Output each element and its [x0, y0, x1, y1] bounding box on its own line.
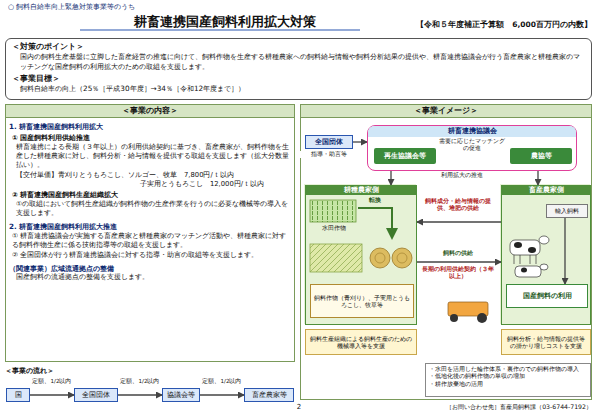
flow-box: 協議会等	[162, 388, 200, 402]
crop-name: 水田作物	[306, 225, 362, 232]
crop-farm-ground	[304, 184, 416, 324]
target-text: 飼料自給率の向上（25％［平成30年度］→34％［令和12年度まで］）	[12, 84, 585, 94]
node-text: 協議会等	[167, 390, 195, 400]
connector	[417, 221, 501, 222]
content-panel: ＜事業の内容＞ 1. 耕畜連携国産飼料利用拡大 ① 国産飼料利用供給推進耕畜連携によ…	[5, 104, 295, 362]
region-heading: 畜産農家側	[502, 186, 590, 195]
feed-box: 国産飼料の利用	[506, 284, 588, 308]
flow-heading: ＜事業の流れ＞	[5, 367, 125, 375]
edge-label: 需要に応じたマッチングの促進	[438, 138, 506, 151]
flow-box: 全国団体	[74, 388, 118, 402]
node-text: 飼料分析・給与情報の提供等の掛かり増しコストを支援	[505, 335, 587, 350]
contact-note: ［お問い合わせ先］畜産局飼料課（03-6744-7192）	[400, 403, 592, 410]
item-text: ② 全国団体が行う耕畜連携協議会に対する指導・助言の取組等を支援します。	[6, 251, 294, 260]
panel-heading: ＜事業の内容＞	[6, 105, 294, 118]
connector	[564, 218, 565, 284]
flow-box: 国	[6, 388, 30, 402]
forage-field	[310, 244, 362, 272]
flow-box: 畜産農家等	[244, 388, 294, 402]
org-box: 再生協議会等	[374, 148, 436, 164]
points-box: ＜対策のポイント＞国内の飼料生産基盤に立脚した畜産経営の推進に向けて、飼料作物を…	[5, 38, 592, 100]
section-heading: ＜対策のポイント＞	[12, 42, 585, 52]
hay-bale	[370, 248, 390, 268]
node-text: 畜産農家等	[252, 390, 287, 400]
unit-price: 子実用とうもろこし 12,000円/ｔ以内	[6, 180, 294, 189]
title-rule	[80, 29, 360, 30]
farm-region: 畜産農家側輸入飼料国産飼料の利用	[501, 185, 591, 325]
node-text: 国産飼料の利用	[523, 292, 572, 301]
edge-label: 定額、1/2以内	[31, 378, 73, 385]
item-text: 耕畜連携による長期（３年以上）の利用供給契約に基づき、畜産農家が、飼料作物を生産…	[6, 143, 294, 169]
edge-label: 定額、1/2以内	[201, 378, 243, 385]
item-heading: 2. 耕畜連携国産飼料利用拡大推進	[6, 222, 294, 232]
tractor-wheel	[450, 314, 458, 322]
page-title: 耕畜連携国産飼料利用拡大対策	[90, 14, 360, 30]
header-note: ○ 飼料自給率向上緊急対策事業等のうち	[8, 3, 268, 11]
node-text: 全国団体	[82, 390, 110, 400]
tractor-wheel	[477, 313, 487, 323]
cow	[515, 264, 548, 277]
contract-note: 長期の利用供給契約（３年以上）	[420, 266, 496, 280]
connector	[537, 171, 538, 185]
connector	[118, 394, 162, 395]
note-text: ・低地化後の飼料作物の単収の増加	[429, 373, 587, 380]
connector	[353, 141, 367, 142]
support-box: 飼料生産組織による飼料生産のための機械導入等を支援	[305, 329, 417, 355]
hay-bale-ring	[397, 253, 407, 263]
conversion-arrow	[358, 208, 392, 238]
hay-bale-ring	[375, 253, 385, 263]
feed-box: 輸入飼料	[546, 204, 588, 218]
item-text: 国産飼料の流通拠点の整備を支援します。	[6, 273, 294, 282]
subitem-heading: ② 耕畜連携国産飼料生産組織拡大	[6, 191, 294, 200]
council-heading: 耕畜連携協議会	[368, 126, 576, 137]
node-text: 農協等	[531, 152, 552, 161]
section-heading: ＜事業目標＞	[12, 74, 585, 84]
node-text: 全国団体	[315, 138, 343, 147]
note-text: ・耕作放棄地の活用	[429, 381, 587, 388]
node-text: 飼料作物（青刈り）、子実用とうもろこし、牧草等	[314, 294, 410, 309]
edge-label: 指導・助言等	[300, 151, 358, 158]
edge-label: 飼料成分・給与情報の提供、堆肥の供給	[420, 198, 496, 211]
item-heading: （関連事業）広域流通拠点の整備	[6, 264, 294, 274]
connector	[390, 171, 391, 185]
hay-bale	[392, 248, 412, 268]
livestock-farm-ground	[500, 184, 590, 324]
cow	[510, 236, 549, 264]
item-heading: 1. 耕畜連携国産飼料利用拡大	[6, 122, 294, 132]
budget-note: 【令和５年度補正予算額 6,000百万円の内数】	[380, 20, 592, 29]
region-heading: 耕種農家側	[306, 186, 416, 195]
unit-price: 【交付単価】青刈りとうもろこし、ソルゴー、牧草 7,800円/ｔ以内	[6, 171, 294, 180]
note-text: ・水田を活用した輪作体系・裏作のでの飼料作物の導入	[429, 366, 587, 373]
connector	[200, 394, 244, 395]
note-box: ・水田を活用した輪作体系・裏作のでの飼料作物の導入・低地化後の飼料作物の単収の増…	[425, 363, 591, 397]
paddy-field	[310, 200, 356, 222]
panel-heading: ＜事業イメージ＞	[301, 105, 591, 118]
arrow-note: 利用拡大の推進	[430, 172, 494, 179]
points-text: 国内の飼料生産基盤に立脚した畜産経営の推進に向けて、飼料作物を生産する耕種農家へ…	[12, 52, 585, 72]
edge-label: 飼料の供給	[420, 250, 496, 257]
node-text: 飼料生産組織による飼料生産のための機械導入等を支援	[309, 335, 413, 350]
support-box: 飼料分析・給与情報の提供等の掛かり増しコストを支援	[501, 329, 591, 355]
rice-plants	[310, 200, 356, 222]
edge-label: 定額、1/2以内	[119, 378, 161, 385]
node-text: 国	[15, 390, 22, 400]
org-box: 全国団体	[305, 135, 353, 149]
farm-region: 耕種農家側飼料作物（青刈り）、子実用とうもろこし、牧草等	[305, 185, 417, 325]
node-text: 輸入飼料	[555, 207, 579, 216]
node-text: 再生協議会等	[384, 152, 426, 161]
item-text: ①の取組において飼料生産組織が飼料作物の生産作業を行うのに必要な機械等の導入を支…	[6, 200, 294, 218]
arrow-note: 転換	[362, 196, 388, 203]
crop-box: 飼料作物（青刈り）、子実用とうもろこし、牧草等	[310, 284, 414, 318]
org-box: 農協等	[510, 148, 572, 164]
item-text: ① 耕畜連携協議会が実施する畜産農家と耕種農家のマッチング活動や、耕種農家に対す…	[6, 232, 294, 250]
page-number: 2	[293, 403, 305, 411]
forage-rows	[310, 244, 362, 272]
subitem-heading: ① 国産飼料利用供給推進	[6, 134, 294, 143]
connector	[417, 261, 501, 262]
connector	[30, 394, 74, 395]
